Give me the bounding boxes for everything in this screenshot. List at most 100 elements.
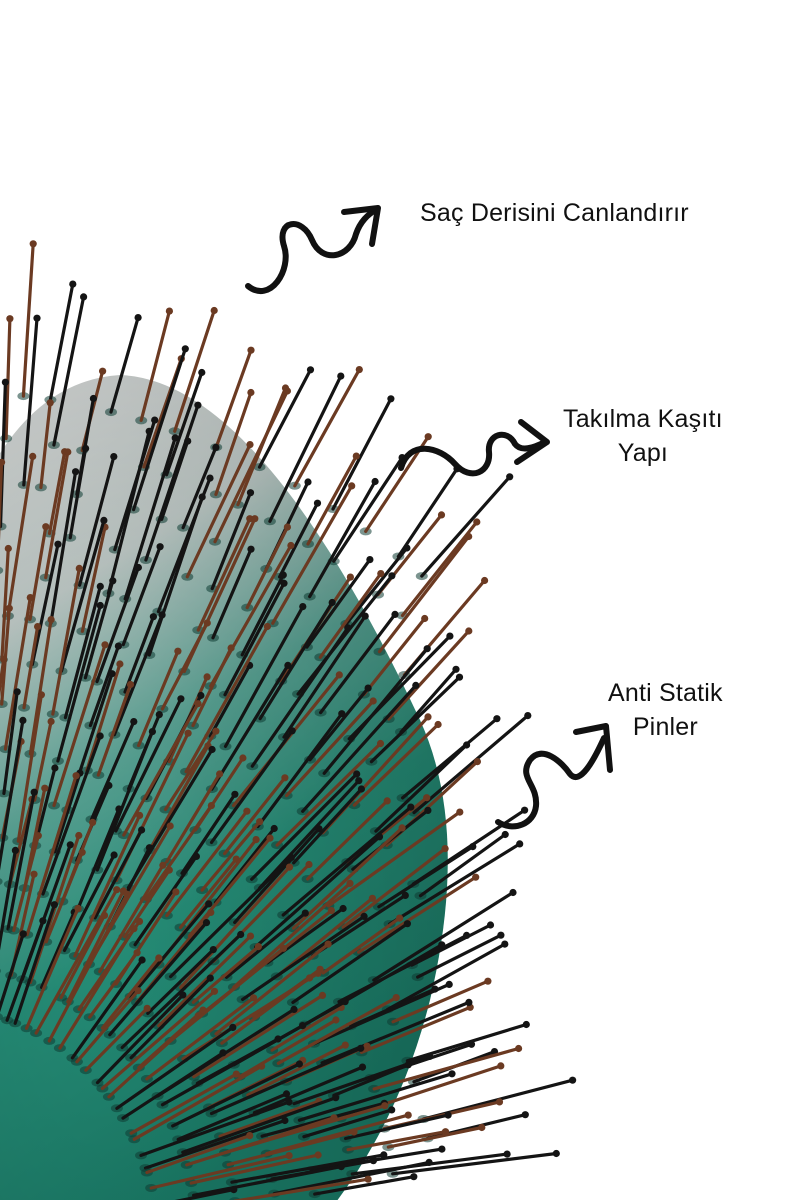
pin-tip [279, 944, 287, 952]
pin-socket [0, 878, 3, 885]
pin-tip [401, 891, 409, 900]
brush-pin [357, 875, 478, 954]
brush-pin [372, 1046, 521, 1091]
brush-pin [100, 956, 161, 1030]
pin-tip [206, 474, 214, 482]
brush-pin [214, 348, 253, 449]
pin-tip [438, 941, 446, 949]
pin-tip [198, 493, 206, 501]
brush-pin [189, 1153, 320, 1185]
pin-tip [410, 1173, 418, 1181]
brush-pin [133, 854, 198, 947]
brush-pin [129, 1072, 238, 1135]
pin-tip [42, 523, 50, 531]
pin-tip [332, 1094, 340, 1102]
pin-tip [197, 691, 205, 700]
pin-tip [463, 931, 471, 940]
squiggle-arrow-icon [495, 723, 613, 830]
brush-pin [301, 683, 418, 813]
pin-tip [369, 697, 377, 705]
brush-pin [28, 525, 48, 622]
pin-tip [484, 977, 492, 985]
brush-pin [34, 888, 119, 1035]
brush-pin [4, 317, 12, 441]
brush-pin [400, 520, 479, 618]
pin-tip [166, 822, 174, 830]
pin-tip [159, 861, 167, 869]
pin-tip [179, 991, 187, 999]
pin-tip [207, 908, 215, 917]
pin-tip [424, 806, 432, 815]
brush-pin [291, 922, 409, 1005]
pin-tip [407, 803, 415, 811]
brush-pin [25, 906, 80, 1030]
brush-pin [0, 546, 10, 662]
brush-pin [292, 1054, 432, 1106]
brush-pin [388, 842, 522, 926]
pin-tip [383, 797, 391, 805]
pin-tip [1, 378, 9, 386]
pin-tip [130, 718, 138, 726]
brush-pin [258, 779, 361, 890]
pin-tip [364, 1175, 372, 1183]
pin-tip [174, 647, 182, 655]
pin-tip [138, 826, 146, 834]
brush-pin [208, 663, 252, 738]
brush-pin [238, 1018, 338, 1079]
pin-tip [96, 732, 104, 740]
pin-tip [305, 860, 313, 869]
brush-pin [95, 565, 140, 684]
brush-pin [178, 857, 238, 930]
brush-pin [80, 525, 107, 633]
pin-tip [524, 712, 532, 720]
brush-pin [387, 629, 471, 721]
pin-tip [256, 818, 264, 826]
brush-pin [252, 1065, 365, 1115]
pin-tip [37, 691, 46, 699]
pin-tip [304, 478, 312, 486]
brush-pin [312, 982, 451, 1046]
pin-tip [315, 825, 323, 833]
brush-pin [191, 944, 260, 1004]
brush-pin [89, 719, 136, 822]
pin-tip [285, 1152, 293, 1160]
brush-pin [30, 542, 60, 667]
pin-tip [452, 665, 460, 673]
brush-pin [401, 717, 499, 800]
pin-tip [203, 619, 211, 627]
brush-pin [49, 470, 78, 626]
pin-tip [198, 368, 206, 377]
pin-tip [123, 890, 131, 898]
pin-tip [109, 577, 117, 585]
brush-pin [256, 712, 344, 829]
pin-tip [252, 836, 260, 844]
pin-tip [396, 914, 404, 922]
brush-pin [210, 491, 253, 591]
brush-pin [322, 647, 429, 775]
pin-tip [388, 1106, 396, 1114]
brush-pin [0, 460, 4, 541]
pin-tip [448, 1070, 456, 1078]
brush-pin [51, 566, 81, 716]
brush-pin [344, 1113, 450, 1141]
pin-tip [210, 987, 219, 995]
pin-tip [324, 940, 332, 948]
brush-pin [39, 401, 52, 489]
pin-tip [501, 940, 509, 948]
pin-tip [46, 399, 54, 407]
pin-tip [212, 727, 220, 735]
brush-pin [209, 729, 294, 845]
pin-tip [29, 240, 37, 248]
pin-tip [280, 579, 288, 587]
pin-tip [108, 670, 116, 678]
pin-tip [465, 532, 473, 541]
pin-tip [33, 314, 41, 322]
pin-tip [219, 1049, 227, 1057]
brush-pin [246, 1043, 347, 1097]
brush-pin [180, 792, 237, 875]
pin-tip [285, 1098, 293, 1106]
brush-pin [306, 799, 389, 881]
brush-pin [132, 1064, 264, 1141]
pin-tip [34, 832, 42, 840]
brush-pin [123, 615, 155, 694]
